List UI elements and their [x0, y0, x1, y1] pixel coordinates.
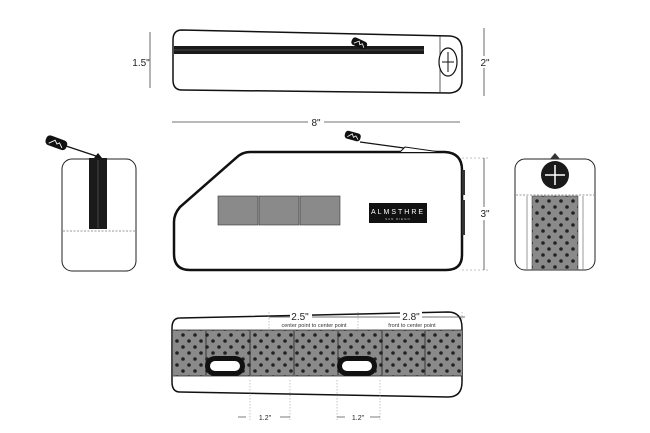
- dim-length: 8": [311, 118, 321, 129]
- rear-end-view: [45, 135, 137, 272]
- dim-front-offset-note: front to center point: [388, 323, 436, 329]
- top-view: 1.5" 2": [132, 28, 491, 96]
- dim-mount-spacing: 2.5": [291, 312, 309, 323]
- front-end-view: [514, 153, 596, 271]
- dim-slot-width-1: 1.2": [259, 415, 272, 422]
- cap-icon: [541, 161, 569, 189]
- dim-front-offset: 2.8": [402, 312, 420, 323]
- zipper-pull-icon: [45, 135, 68, 151]
- svg-text:ALMSTHRE: ALMSTHRE: [371, 209, 425, 216]
- side-view: ALMSTHRE SAN DIEGO 3": [172, 130, 491, 272]
- svg-text:SAN DIEGO: SAN DIEGO: [385, 217, 411, 221]
- length-dimension: 8": [172, 115, 460, 129]
- dim-mount-spacing-note: center point to center point: [281, 323, 347, 329]
- mount-slot-1: [205, 356, 245, 376]
- dim-top-height: 1.5": [132, 58, 150, 69]
- brand-logo: ALMSTHRE SAN DIEGO: [369, 203, 427, 223]
- zipper-pull-icon: [344, 130, 361, 142]
- bottom-view: 2.5" center point to center point 2.8" f…: [171, 309, 465, 422]
- dim-top-width: 2": [480, 58, 490, 69]
- zipper-pull-icon: [351, 37, 368, 50]
- mount-slot-2: [337, 356, 377, 376]
- dim-side-height: 3": [480, 209, 490, 220]
- dim-slot-width-2: 1.2": [352, 415, 365, 422]
